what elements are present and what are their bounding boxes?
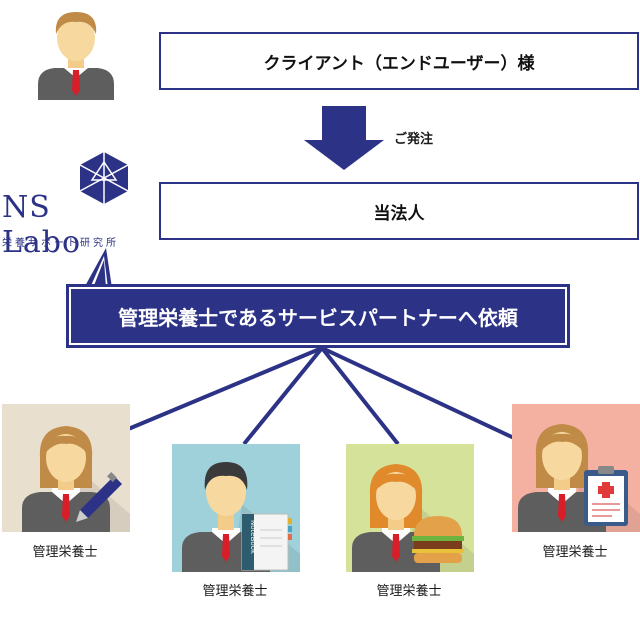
partner-caption-2: 管理栄養士: [202, 584, 268, 599]
order-label: ご発注: [394, 132, 434, 147]
nutritionist-avatar-icon: [22, 426, 130, 532]
partner-tile-4: [512, 404, 640, 532]
logo-subtitle: 栄養サポート研究所: [2, 238, 119, 249]
client-avatar-icon: [38, 12, 114, 100]
partner-caption-1: 管理栄養士: [32, 545, 98, 560]
partner-caption-4: 管理栄養士: [542, 545, 608, 560]
org-box-label: 当法人: [373, 203, 425, 224]
pen-icon: [76, 472, 122, 522]
clipboard-icon: [584, 466, 628, 526]
partner-tile-1: [2, 404, 130, 532]
partner-tile-2: NoteBook: [172, 444, 300, 572]
down-arrow-icon: [304, 106, 384, 170]
logo-wordmark-text: NS Labo: [2, 190, 82, 260]
client-box-label: クライアント（エンドユーザー）様: [263, 53, 535, 74]
burger-icon: [412, 516, 464, 563]
nutritionist-avatar-icon: [518, 424, 640, 532]
client-box: クライアント（エンドユーザー）様: [159, 32, 639, 90]
nutritionist-avatar-icon: NoteBook: [182, 462, 300, 572]
logo-wordmark: NS Labo: [2, 190, 134, 260]
callout-tail: [84, 248, 112, 288]
partner-tile-3: [346, 444, 474, 572]
notebook-icon: NoteBook: [241, 513, 292, 571]
notebook-label: NoteBook: [249, 520, 257, 555]
request-banner: 管理栄養士であるサービスパートナーへ依頼: [66, 284, 570, 348]
partner-caption-3: 管理栄養士: [376, 584, 442, 599]
ns-labo-logo-icon: [79, 152, 129, 204]
org-box: 当法人: [159, 182, 639, 240]
nutritionist-avatar-icon: [352, 464, 474, 572]
request-banner-label: 管理栄養士であるサービスパートナーへ依頼: [118, 305, 518, 330]
